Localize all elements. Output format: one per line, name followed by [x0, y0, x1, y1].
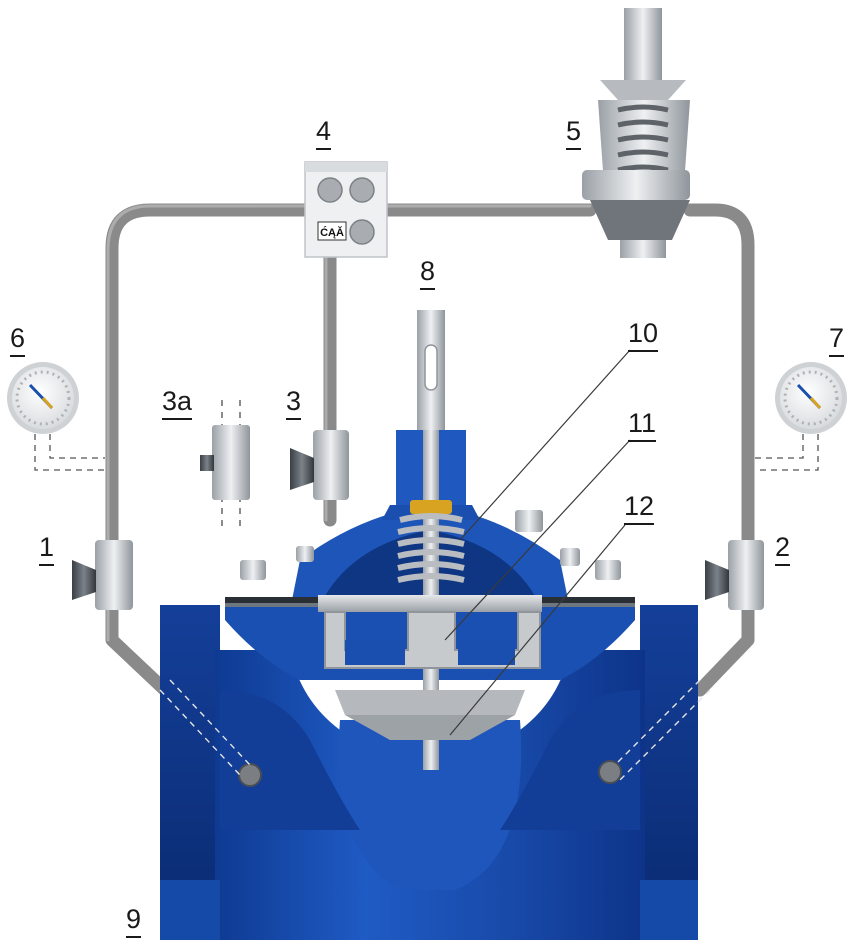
label-1: 1 [39, 534, 55, 566]
label-3: 3 [286, 388, 302, 420]
label-12: 12 [624, 493, 655, 525]
label-3a-text: 3a [162, 388, 193, 420]
label-12-text: 12 [624, 493, 655, 525]
ball-valve-2 [705, 540, 764, 610]
pressure-gauge-6 [7, 362, 105, 471]
label-6: 6 [10, 325, 26, 357]
pilot-plate-4: ĆĄĂ [304, 161, 388, 258]
label-4-text: 4 [316, 118, 332, 150]
pilot-plate-logo: ĆĄĂ [320, 226, 344, 239]
ball-valve-3 [290, 430, 349, 500]
label-2-text: 2 [775, 534, 791, 566]
label-10: 10 [628, 320, 659, 352]
pressure-gauge-7 [755, 362, 847, 471]
ball-valve-1 [72, 540, 133, 610]
label-10-text: 10 [628, 320, 659, 352]
label-5-text: 5 [566, 118, 582, 150]
label-1-text: 1 [39, 534, 55, 566]
label-6-text: 6 [10, 325, 26, 357]
label-3-text: 3 [286, 388, 302, 420]
needle-valve-3a [200, 400, 250, 530]
label-8: 8 [420, 258, 436, 290]
label-5: 5 [566, 118, 582, 150]
label-7-text: 7 [829, 325, 845, 357]
label-8-text: 8 [420, 258, 436, 290]
label-3a: 3a [162, 388, 193, 420]
leader-lines [444, 349, 631, 736]
label-9: 9 [126, 906, 142, 938]
spring [397, 513, 465, 583]
valve-internals [318, 310, 542, 770]
label-4: 4 [316, 118, 332, 150]
pressure-pilot-5 [582, 8, 690, 258]
label-11: 11 [628, 410, 657, 442]
label-7: 7 [829, 325, 845, 357]
label-9-text: 9 [126, 906, 142, 938]
label-2: 2 [775, 534, 791, 566]
label-11-text: 11 [628, 410, 657, 442]
